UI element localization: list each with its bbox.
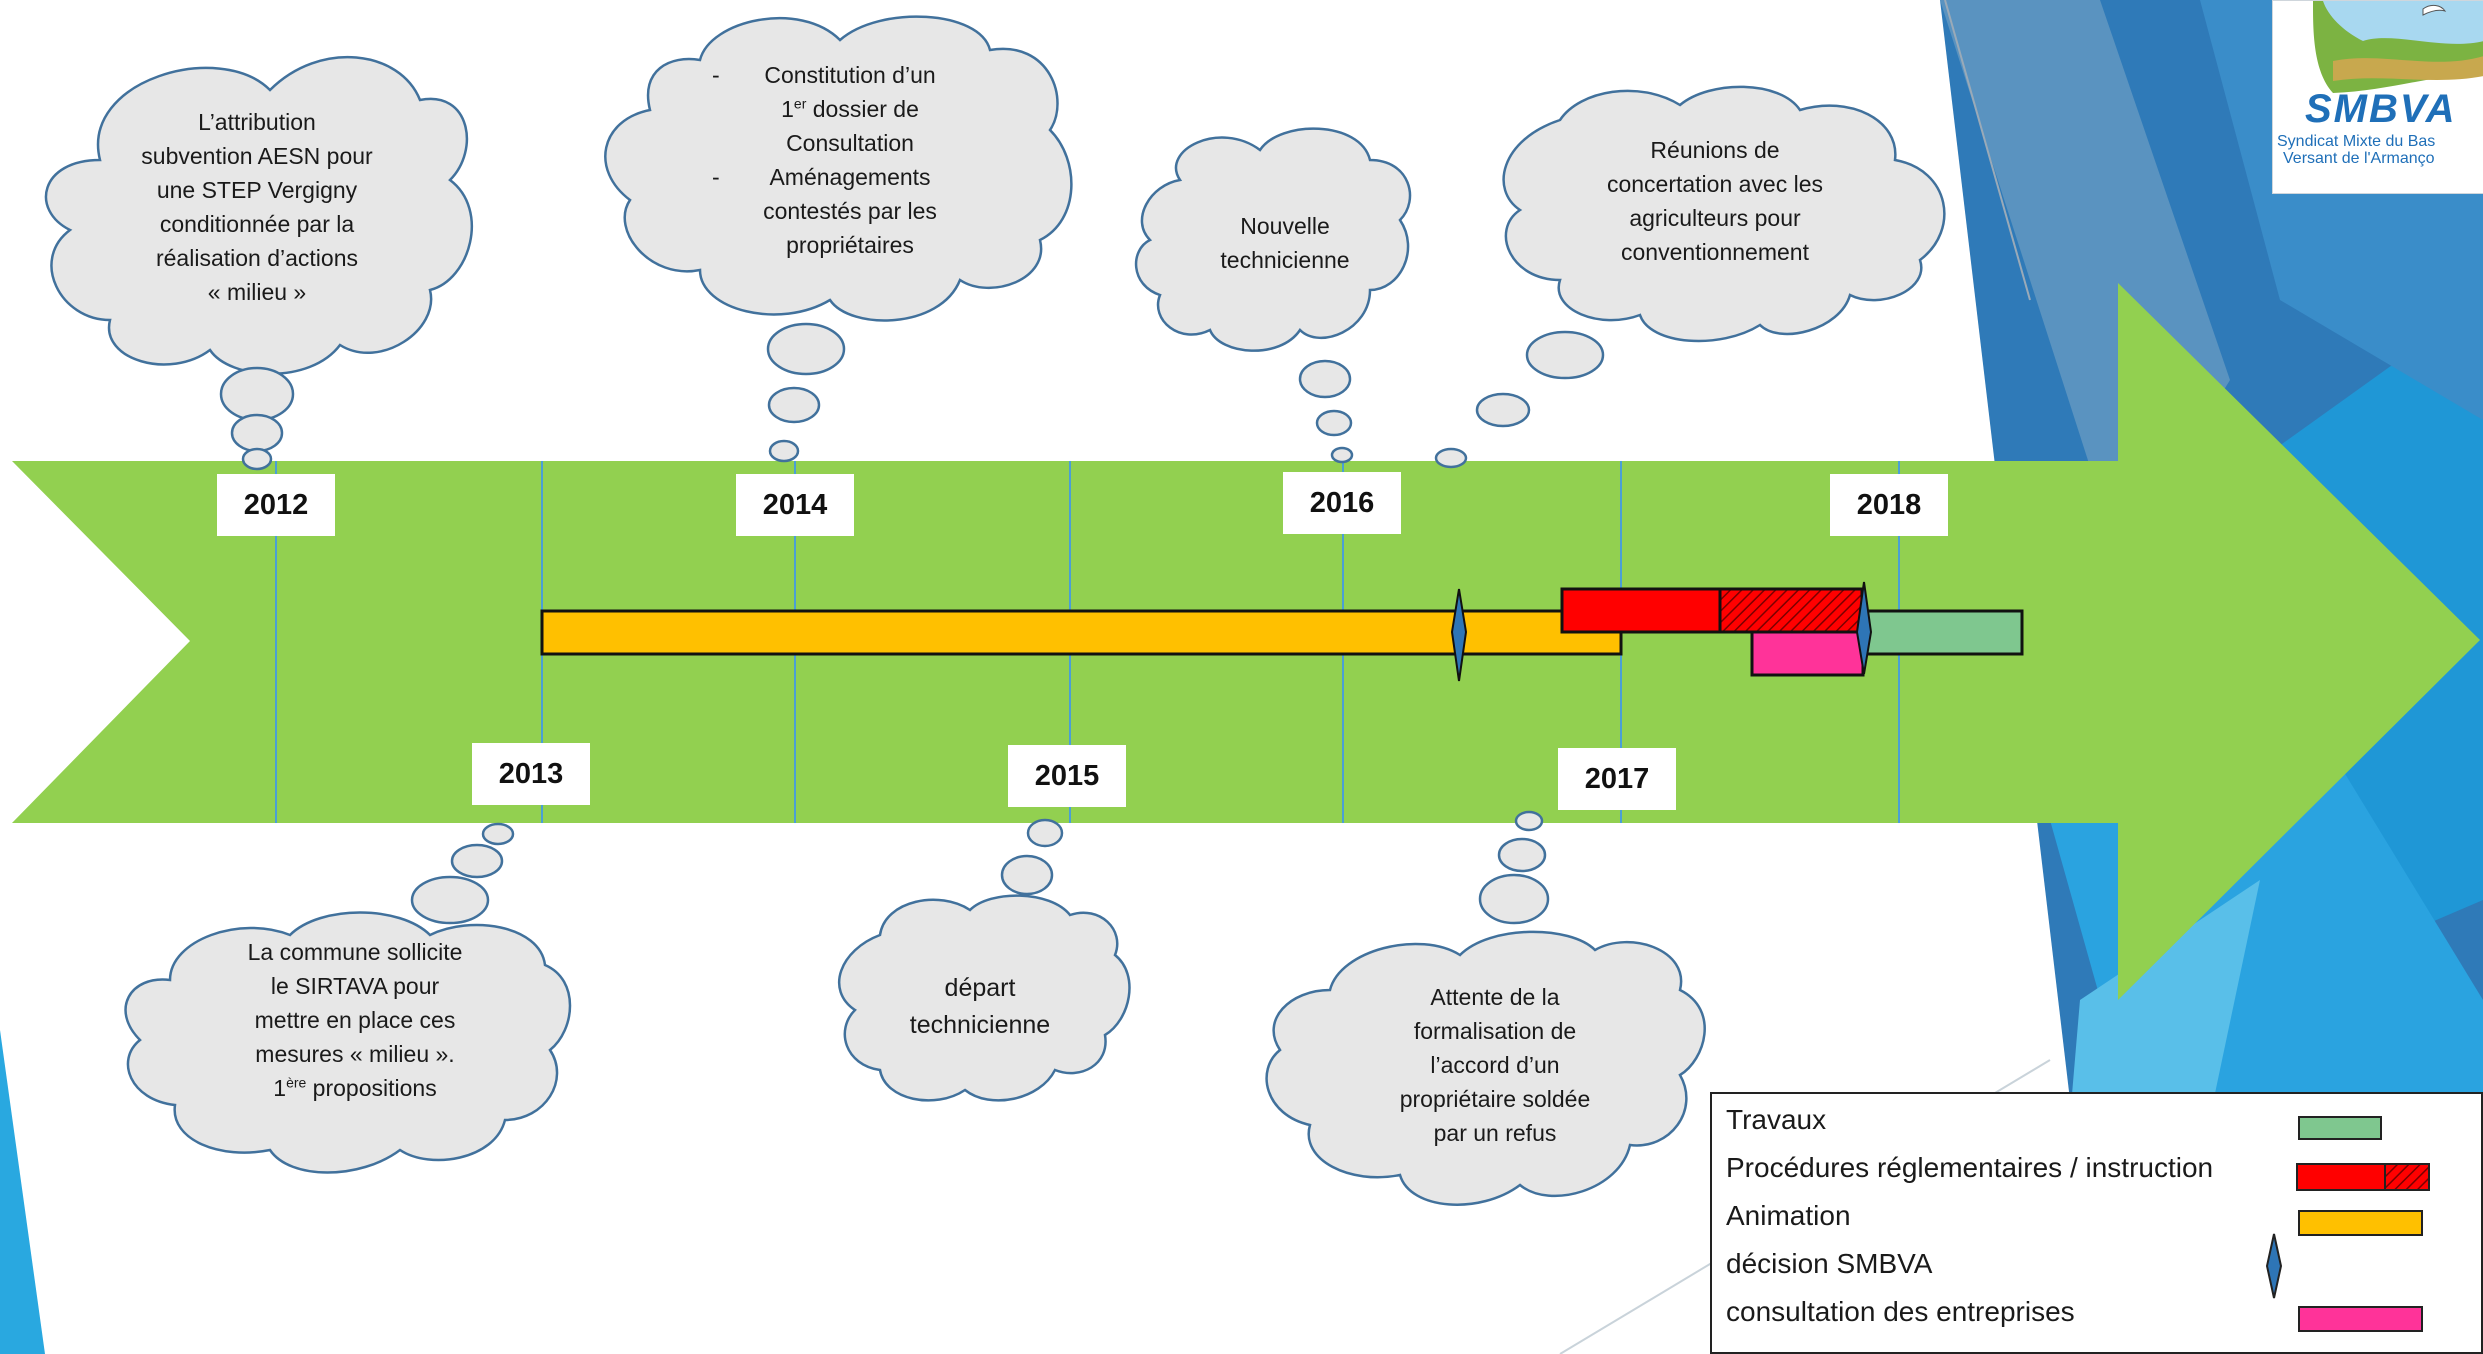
legend-row-procedures: Procédures réglementaires / instruction bbox=[1712, 1146, 2481, 1194]
cloud-2014 bbox=[604, 15, 1073, 463]
year-label-2014: 2014 bbox=[736, 474, 854, 536]
animation-bar bbox=[540, 609, 1623, 656]
smbva-logo: SMBVA Syndicat Mixte du Bas Versant de l… bbox=[2272, 0, 2483, 194]
logo-landscape-icon bbox=[2313, 1, 2483, 93]
legend-swatch-travaux bbox=[2298, 1116, 2382, 1140]
cloud-2017 bbox=[1265, 810, 1706, 1206]
cloud-2015 bbox=[838, 818, 1131, 1102]
cloud-2016-text: Nouvelle technicienne bbox=[1220, 213, 1350, 273]
cloud-2018 bbox=[1434, 85, 1946, 469]
cloud-2017-text: Attente de la formalisation de l’accord … bbox=[1399, 984, 1591, 1146]
cloud-2015-text: départ technicienne bbox=[909, 974, 1051, 1039]
legend-label-travaux: Travaux bbox=[1726, 1104, 1827, 1135]
legend-label-decision: décision SMBVA bbox=[1726, 1248, 1933, 1279]
procedures-hatched-bar bbox=[1718, 587, 1864, 634]
legend-row-animation: Animation bbox=[1712, 1194, 2481, 1242]
legend-swatch-procedures bbox=[2296, 1163, 2430, 1191]
legend-label-animation: Animation bbox=[1726, 1200, 1851, 1231]
legend-row-decision: décision SMBVA bbox=[1712, 1233, 2481, 1299]
year-label-2013: 2013 bbox=[472, 743, 590, 805]
cloud-2018-text: Réunions de concertation avec les agricu… bbox=[1606, 137, 1824, 265]
legend-swatch-animation bbox=[2298, 1210, 2423, 1236]
legend-swatch-consultation bbox=[2298, 1306, 2423, 1332]
logo-subtitle: Syndicat Mixte du Bas Versant de l'Arman… bbox=[2277, 133, 2436, 167]
logo-brand: SMBVA bbox=[2305, 87, 2457, 131]
year-label-2018: 2018 bbox=[1830, 474, 1948, 536]
cloud-2012 bbox=[44, 55, 474, 471]
cloud-2014-text: -Constitution d’un 1er dossier de Consul… bbox=[712, 62, 937, 258]
travaux-bar bbox=[1861, 609, 2024, 656]
legend-swatch-decision bbox=[2265, 1233, 2283, 1299]
year-label-2017: 2017 bbox=[1558, 748, 1676, 810]
legend-label-procedures: Procédures réglementaires / instruction bbox=[1726, 1152, 2214, 1183]
cloud-2012-text: L’attribution subvention AESN pour une S… bbox=[141, 109, 373, 305]
consultation-bar bbox=[1750, 630, 1865, 677]
legend-label-consultation: consultation des entreprises bbox=[1726, 1296, 2075, 1327]
cloud-2013-text: La commune sollicite le SIRTAVA pour met… bbox=[247, 939, 463, 1101]
legend: Travaux Procédures réglementaires / inst… bbox=[1710, 1092, 2483, 1354]
cloud-2013 bbox=[124, 822, 572, 1174]
year-label-2015: 2015 bbox=[1008, 745, 1126, 807]
legend-row-consultation: consultation des entreprises bbox=[1712, 1290, 2481, 1338]
year-label-2012: 2012 bbox=[217, 474, 335, 536]
decision-marker-2018 bbox=[1855, 581, 1873, 675]
year-label-2016: 2016 bbox=[1283, 472, 1401, 534]
procedures-bar bbox=[1560, 587, 1722, 634]
legend-row-travaux: Travaux bbox=[1712, 1098, 2481, 1146]
decision-marker-2016 bbox=[1450, 588, 1468, 682]
cloud-2016 bbox=[1134, 127, 1412, 464]
